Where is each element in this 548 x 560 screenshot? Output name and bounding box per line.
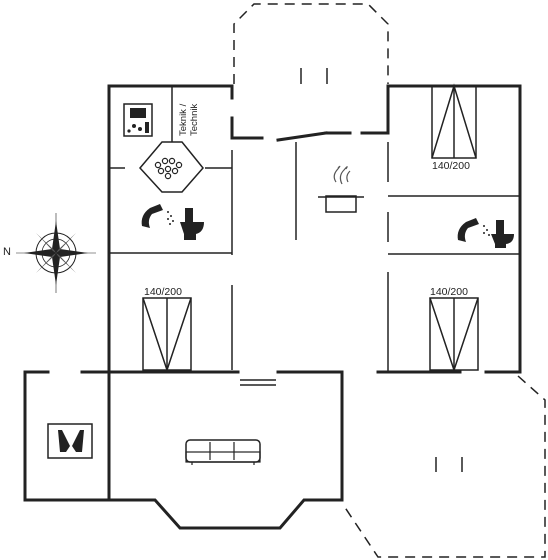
compass-rose-icon	[16, 213, 96, 293]
shower-icon	[457, 218, 490, 242]
terrace-north-dashed	[233, 3, 389, 84]
bedroom-ne-bed-size: 140/200	[432, 160, 470, 172]
bedroom-w-bed-size: 140/200	[144, 286, 182, 298]
bed-ne	[431, 83, 477, 159]
wine-bottles-icon	[47, 423, 93, 459]
shower-icon	[141, 204, 174, 228]
bedroom-e-bed-size: 140/200	[430, 286, 468, 298]
terrace-southeast-dashed	[343, 375, 546, 558]
toilet-icon	[491, 220, 514, 248]
interior-walls	[109, 86, 520, 372]
bed-w	[142, 297, 192, 373]
utility-room-label: Teknik / Technik	[178, 104, 200, 136]
utility-room-label-line1: Teknik /	[178, 103, 189, 136]
bed-e	[429, 297, 479, 373]
cooking-pot-icon	[318, 165, 364, 213]
exterior-walls	[23, 84, 522, 530]
sauna-icon	[139, 141, 204, 193]
compass-north-label: N	[3, 246, 11, 258]
sofa-icon	[185, 439, 261, 465]
washing-machine-icon	[123, 103, 153, 137]
utility-room-label-line2: Technik	[189, 103, 200, 136]
toilet-icon	[180, 208, 204, 240]
